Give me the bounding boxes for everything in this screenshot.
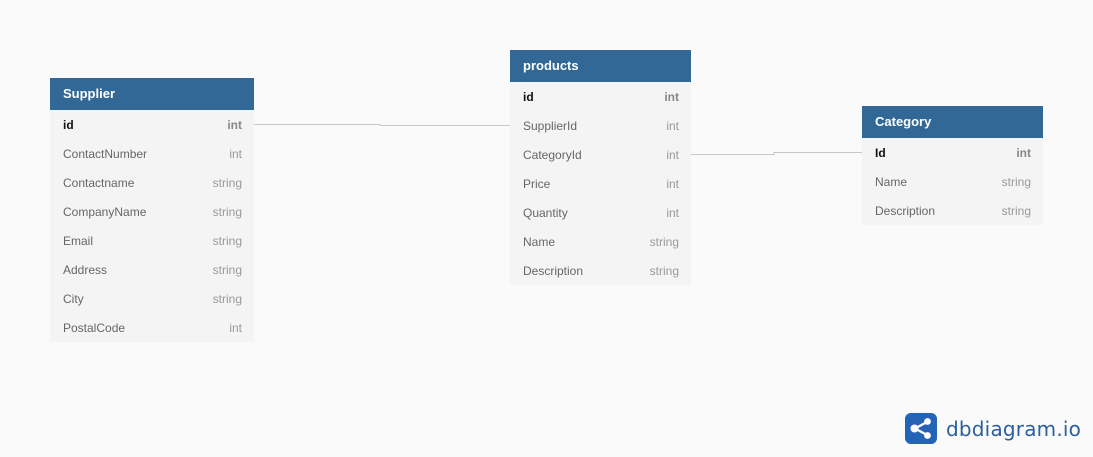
- field-row[interactable]: Name string: [510, 227, 691, 256]
- field-row[interactable]: Email string: [50, 226, 254, 255]
- field-name: Description: [875, 203, 936, 218]
- field-name: CompanyName: [63, 204, 147, 219]
- field-row[interactable]: Description string: [510, 256, 691, 285]
- field-row[interactable]: Contactname string: [50, 168, 254, 197]
- field-type: string: [212, 175, 242, 190]
- table-header-category[interactable]: Category: [862, 106, 1043, 138]
- field-type: int: [666, 176, 679, 191]
- field-row[interactable]: Price int: [510, 169, 691, 198]
- field-type: int: [666, 118, 679, 133]
- logo-text: dbdiagram.io: [946, 416, 1082, 441]
- field-name: Name: [875, 174, 908, 189]
- field-name: Contactname: [63, 175, 135, 190]
- field-row[interactable]: Name string: [862, 167, 1043, 196]
- field-type: int: [664, 89, 679, 104]
- field-name: Quantity: [523, 205, 568, 220]
- relation-supplier-products: [254, 124, 510, 126]
- table-category[interactable]: Category Id int Name string Description …: [862, 106, 1043, 225]
- field-row[interactable]: Address string: [50, 255, 254, 284]
- field-name: CategoryId: [523, 147, 582, 162]
- field-name: Address: [63, 262, 108, 277]
- field-type: string: [1001, 203, 1031, 218]
- field-name: Price: [523, 176, 551, 191]
- field-row[interactable]: PostalCode int: [50, 313, 254, 342]
- field-type: string: [212, 262, 242, 277]
- field-type: int: [229, 146, 242, 161]
- field-name: Description: [523, 263, 584, 278]
- share-nodes-icon: [905, 413, 937, 444]
- table-header-supplier[interactable]: Supplier: [50, 78, 254, 110]
- field-row[interactable]: Quantity int: [510, 198, 691, 227]
- field-type: int: [1016, 145, 1031, 160]
- table-supplier[interactable]: Supplier id int ContactNumber int Contac…: [50, 78, 254, 342]
- field-type: int: [666, 205, 679, 220]
- dbdiagram-logo-link[interactable]: dbdiagram.io: [905, 413, 1081, 444]
- field-name: PostalCode: [63, 320, 126, 335]
- field-type: string: [212, 291, 242, 306]
- field-name: Id: [875, 145, 886, 160]
- field-name: City: [63, 291, 84, 306]
- field-row[interactable]: id int: [510, 82, 691, 111]
- field-name: id: [63, 117, 74, 132]
- field-name: id: [523, 89, 534, 104]
- field-name: Email: [63, 233, 94, 248]
- field-type: string: [212, 204, 242, 219]
- field-type: int: [227, 117, 242, 132]
- field-row[interactable]: id int: [50, 110, 254, 139]
- field-row[interactable]: CompanyName string: [50, 197, 254, 226]
- relation-products-category: [691, 152, 862, 155]
- field-name: Name: [523, 234, 556, 249]
- field-row[interactable]: City string: [50, 284, 254, 313]
- field-name: ContactNumber: [63, 146, 148, 161]
- field-type: string: [649, 263, 679, 278]
- field-type: string: [649, 234, 679, 249]
- field-row[interactable]: ContactNumber int: [50, 139, 254, 168]
- field-type: int: [229, 320, 242, 335]
- field-name: SupplierId: [523, 118, 578, 133]
- field-type: string: [1001, 174, 1031, 189]
- field-row[interactable]: Description string: [862, 196, 1043, 225]
- field-row[interactable]: Id int: [862, 138, 1043, 167]
- field-row[interactable]: SupplierId int: [510, 111, 691, 140]
- field-type: string: [212, 233, 242, 248]
- table-products[interactable]: products id int SupplierId int CategoryI…: [510, 50, 691, 285]
- field-row[interactable]: CategoryId int: [510, 140, 691, 169]
- field-type: int: [666, 147, 679, 162]
- table-header-products[interactable]: products: [510, 50, 691, 82]
